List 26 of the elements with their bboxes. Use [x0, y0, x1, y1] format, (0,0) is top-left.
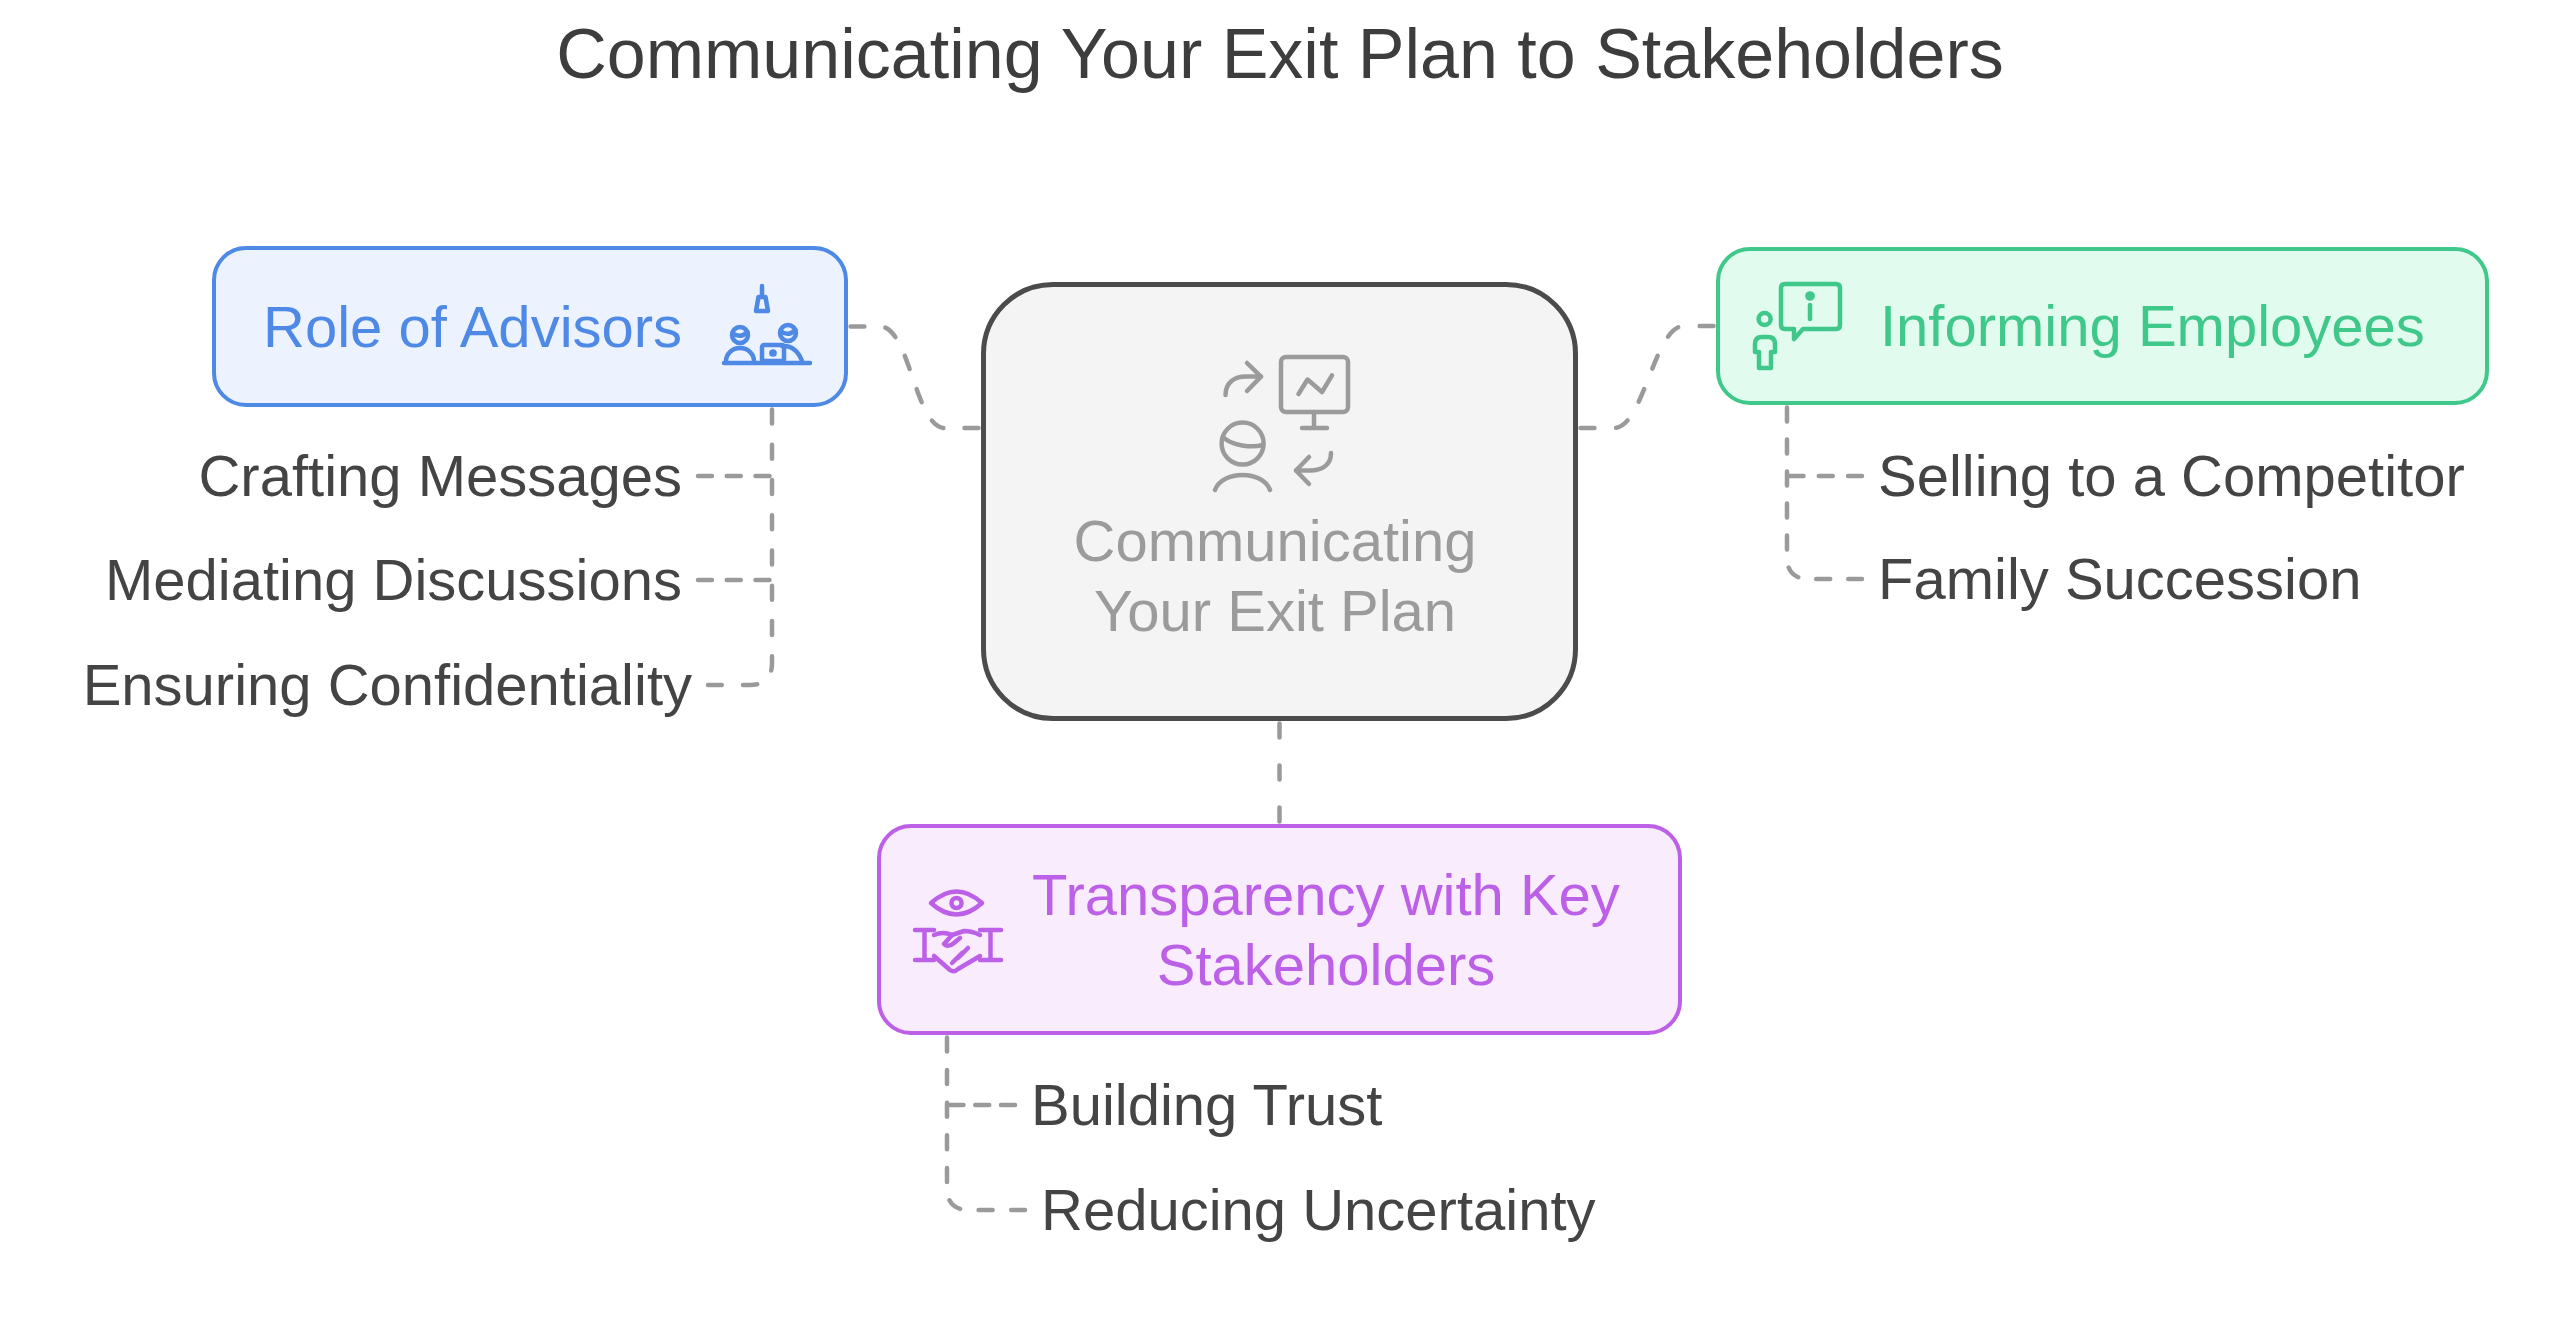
central-topic-title: Communicating Your Exit Plan [1072, 507, 1478, 645]
dashed-connector [1578, 323, 1716, 431]
subtopic-label: Family Succession [1878, 544, 2362, 614]
dashed-connector [1787, 473, 1865, 479]
dashed-connector [705, 407, 775, 688]
central-topic-box [981, 282, 1578, 721]
topic-box [212, 246, 848, 407]
dashed-connector [848, 324, 981, 431]
topic-box [877, 824, 1682, 1035]
dashed-connector [695, 577, 772, 583]
dashed-connector [1277, 721, 1282, 824]
dashed-connector [1784, 405, 1865, 582]
topic-title: Transparency with Key Stakeholders [1031, 860, 1621, 999]
subtopic-label: Building Trust [1031, 1070, 1383, 1140]
dashed-connector [947, 1102, 1018, 1108]
topic-title: Role of Advisors [263, 292, 683, 361]
subtopic-label: Ensuring Confidentiality [82, 650, 692, 720]
dashed-connector [944, 1035, 1028, 1213]
subtopic-label: Crafting Messages [198, 441, 682, 511]
dashed-connector [695, 473, 772, 479]
subtopic-label: Reducing Uncertainty [1041, 1175, 1596, 1245]
subtopic-label: Selling to a Competitor [1878, 441, 2465, 511]
diagram-title: Communicating Your Exit Plan to Stakeholders [556, 14, 2004, 95]
subtopic-label: Mediating Discussions [104, 545, 682, 615]
topic-box [1716, 247, 2489, 405]
topic-title: Informing Employees [1880, 292, 2425, 360]
